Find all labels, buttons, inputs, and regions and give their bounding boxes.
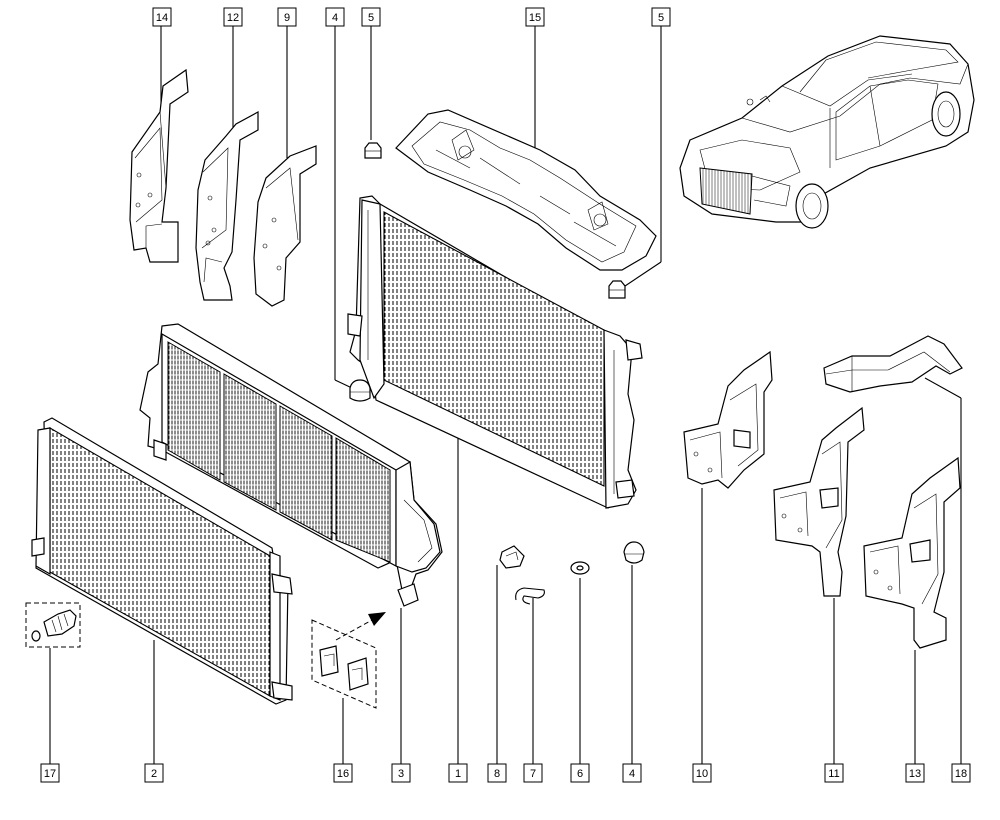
- deflector-panel-9: [253, 145, 317, 307]
- rubber-mount-5-top: [364, 142, 382, 159]
- upper-cross-member-15: [395, 109, 657, 271]
- callout-2: 2: [144, 763, 164, 783]
- rubber-mount-5-right: [608, 280, 626, 299]
- spring-clip-7: [515, 587, 545, 605]
- air-guide-18: [823, 335, 963, 393]
- callout-3: 3: [391, 763, 411, 783]
- svg-text:11: 11: [828, 768, 839, 780]
- svg-text:15: 15: [529, 12, 541, 24]
- rubber-grommet-4-right: [623, 541, 645, 564]
- callout-11: 11: [824, 763, 844, 783]
- callout-15: 15: [525, 7, 545, 27]
- svg-text:17: 17: [44, 768, 56, 780]
- svg-text:7: 7: [530, 768, 536, 780]
- callout-10: 10: [692, 763, 712, 783]
- svg-text:16: 16: [337, 768, 349, 780]
- callout-9: 9: [277, 7, 297, 27]
- side-bracket-11: [773, 406, 865, 597]
- callout-13: 13: [905, 763, 925, 783]
- svg-text:2: 2: [151, 768, 157, 780]
- svg-text:10: 10: [696, 768, 708, 780]
- svg-text:4: 4: [332, 12, 338, 24]
- callout-labels: 14 12 9 4 5 15 5 17: [40, 7, 971, 783]
- svg-text:4: 4: [629, 768, 635, 780]
- radiator-1: [347, 195, 643, 509]
- svg-text:12: 12: [227, 12, 239, 24]
- callout-4-bottom: 4: [622, 763, 642, 783]
- washer-6: [570, 561, 590, 575]
- condenser-2: [31, 417, 293, 705]
- callout-17: 17: [40, 763, 60, 783]
- svg-text:18: 18: [955, 768, 967, 780]
- callout-12: 12: [223, 7, 243, 27]
- callout-1: 1: [448, 763, 468, 783]
- rubber-foot-4-left: [349, 379, 371, 402]
- svg-text:9: 9: [284, 12, 290, 24]
- callout-18: 18: [951, 763, 971, 783]
- svg-text:5: 5: [658, 12, 664, 24]
- svg-text:13: 13: [909, 768, 921, 780]
- svg-text:1: 1: [455, 768, 461, 780]
- vehicle-location-view: [679, 35, 975, 229]
- clip-8: [499, 545, 525, 569]
- leader-lines: [49, 26, 962, 764]
- drain-plug-17: [25, 602, 81, 648]
- svg-text:5: 5: [368, 12, 374, 24]
- callout-5-right: 5: [651, 7, 671, 27]
- svg-text:3: 3: [398, 768, 404, 780]
- callout-8: 8: [487, 763, 507, 783]
- callout-4-top: 4: [325, 7, 345, 27]
- deflector-bracket-12: [195, 110, 259, 301]
- svg-text:8: 8: [494, 768, 500, 780]
- side-bracket-10: [683, 350, 773, 489]
- svg-text:6: 6: [577, 768, 583, 780]
- callout-7: 7: [523, 763, 543, 783]
- deflector-bracket-14: [129, 68, 189, 263]
- callout-6: 6: [570, 763, 590, 783]
- callout-14: 14: [152, 7, 172, 27]
- side-bracket-13: [863, 456, 961, 649]
- mounting-clips-16: [311, 619, 377, 709]
- assembly-arrow: [335, 612, 386, 641]
- callout-16: 16: [333, 763, 353, 783]
- intercooler-3: [139, 323, 443, 607]
- svg-text:14: 14: [156, 12, 168, 24]
- callout-5-top: 5: [361, 7, 381, 27]
